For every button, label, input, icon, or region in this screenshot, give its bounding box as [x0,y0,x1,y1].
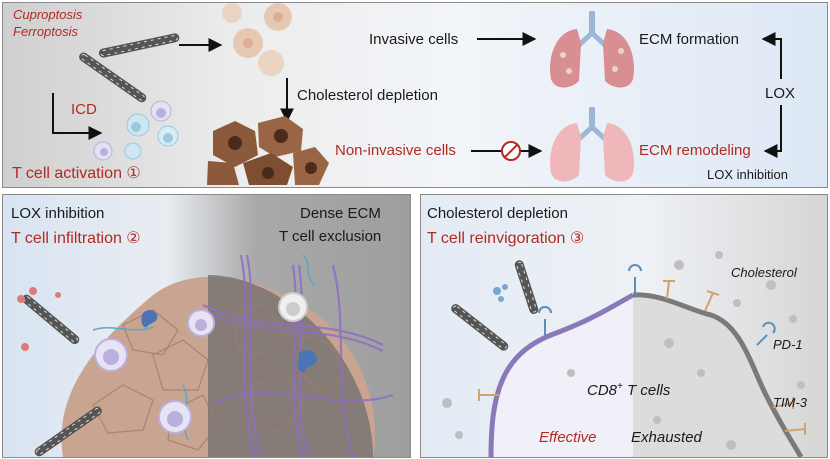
bottom-left-panel: LOX inhibition T cell infiltration ② Den… [2,194,411,458]
t-cell-membrane-graphics [442,251,806,457]
membrane-exhausted [632,292,804,457]
faded-tumor-cells-icon [222,3,292,76]
pd1-label: PD-1 [773,337,803,352]
t-cell-exclusion-label: T cell exclusion [279,228,382,245]
t-cells-icon [94,292,308,434]
t-cell-reinvigoration-label: T cell reinvigoration ③ [427,230,585,247]
lungs-fibrotic-icon [550,11,634,88]
lox-to-ecm-formation-arrow [761,32,782,79]
immune-cells-icon [93,100,179,161]
lungs-healthy-icon [550,107,634,182]
exhausted-label: Exhausted [631,429,702,446]
membrane-effective [488,292,635,457]
invasive-cells-label: Invasive cells [369,31,459,48]
ecm-remodeling-label: ECM remodeling [639,142,751,159]
ferroptosis-label: Ferroptosis [13,24,79,39]
ecm-formation-label: ECM formation [639,31,740,48]
cholesterol-dots [442,251,805,450]
dense-ecm-label: Dense ECM [300,205,381,222]
effective-label: Effective [539,429,597,446]
nanoparticle-rod-icon [34,406,102,457]
drug-particles-icon [493,284,508,302]
cuproptosis-label: Cuproptosis [13,7,83,22]
nanoparticle-rod-icon [514,260,539,315]
cd8-t-cells-label: CD8+ T cells [587,381,671,399]
top-panel: Cuproptosis Ferroptosis ICD T cell activ… [2,2,828,188]
nanoparticle-rod-icon [22,294,80,345]
lox-to-ecm-remodeling-arrow [763,105,782,158]
lox-inhibition-label: LOX inhibition [11,205,105,222]
tumor-cells-icon [207,116,329,185]
tumor-microenvironment-graphics [17,254,394,457]
tim3-label: TIM-3 [773,395,807,410]
lox-label: LOX [765,85,796,102]
bottom-right-panel: Cholesterol depletion T cell reinvigorat… [420,194,828,458]
cholesterol-depletion-label: Cholesterol depletion [297,87,438,104]
nanoparticle-rod-icon [98,33,180,58]
t-cell-activation-label: T cell activation ① [12,165,141,182]
icd-arrow [52,93,103,140]
pd1-receptor-icon [538,264,776,346]
cholesterol-label: Cholesterol [731,265,797,280]
prohibited-icon [501,141,521,161]
t-cell-infiltration-label: T cell infiltration ② [11,230,141,247]
icd-label: ICD [71,101,97,118]
top-panel-graphics [52,3,782,185]
non-invasive-cells-label: Non-invasive cells [335,142,456,159]
tim3-receptor-icon [478,280,806,435]
cholesterol-depletion-label: Cholesterol depletion [427,205,568,222]
nanoparticle-rod-icon [79,52,147,103]
lox-inhibition-label: LOX inhibition [707,167,788,182]
nanoparticle-rod-icon [451,304,509,351]
lox-inhibitor-icon [141,310,317,373]
